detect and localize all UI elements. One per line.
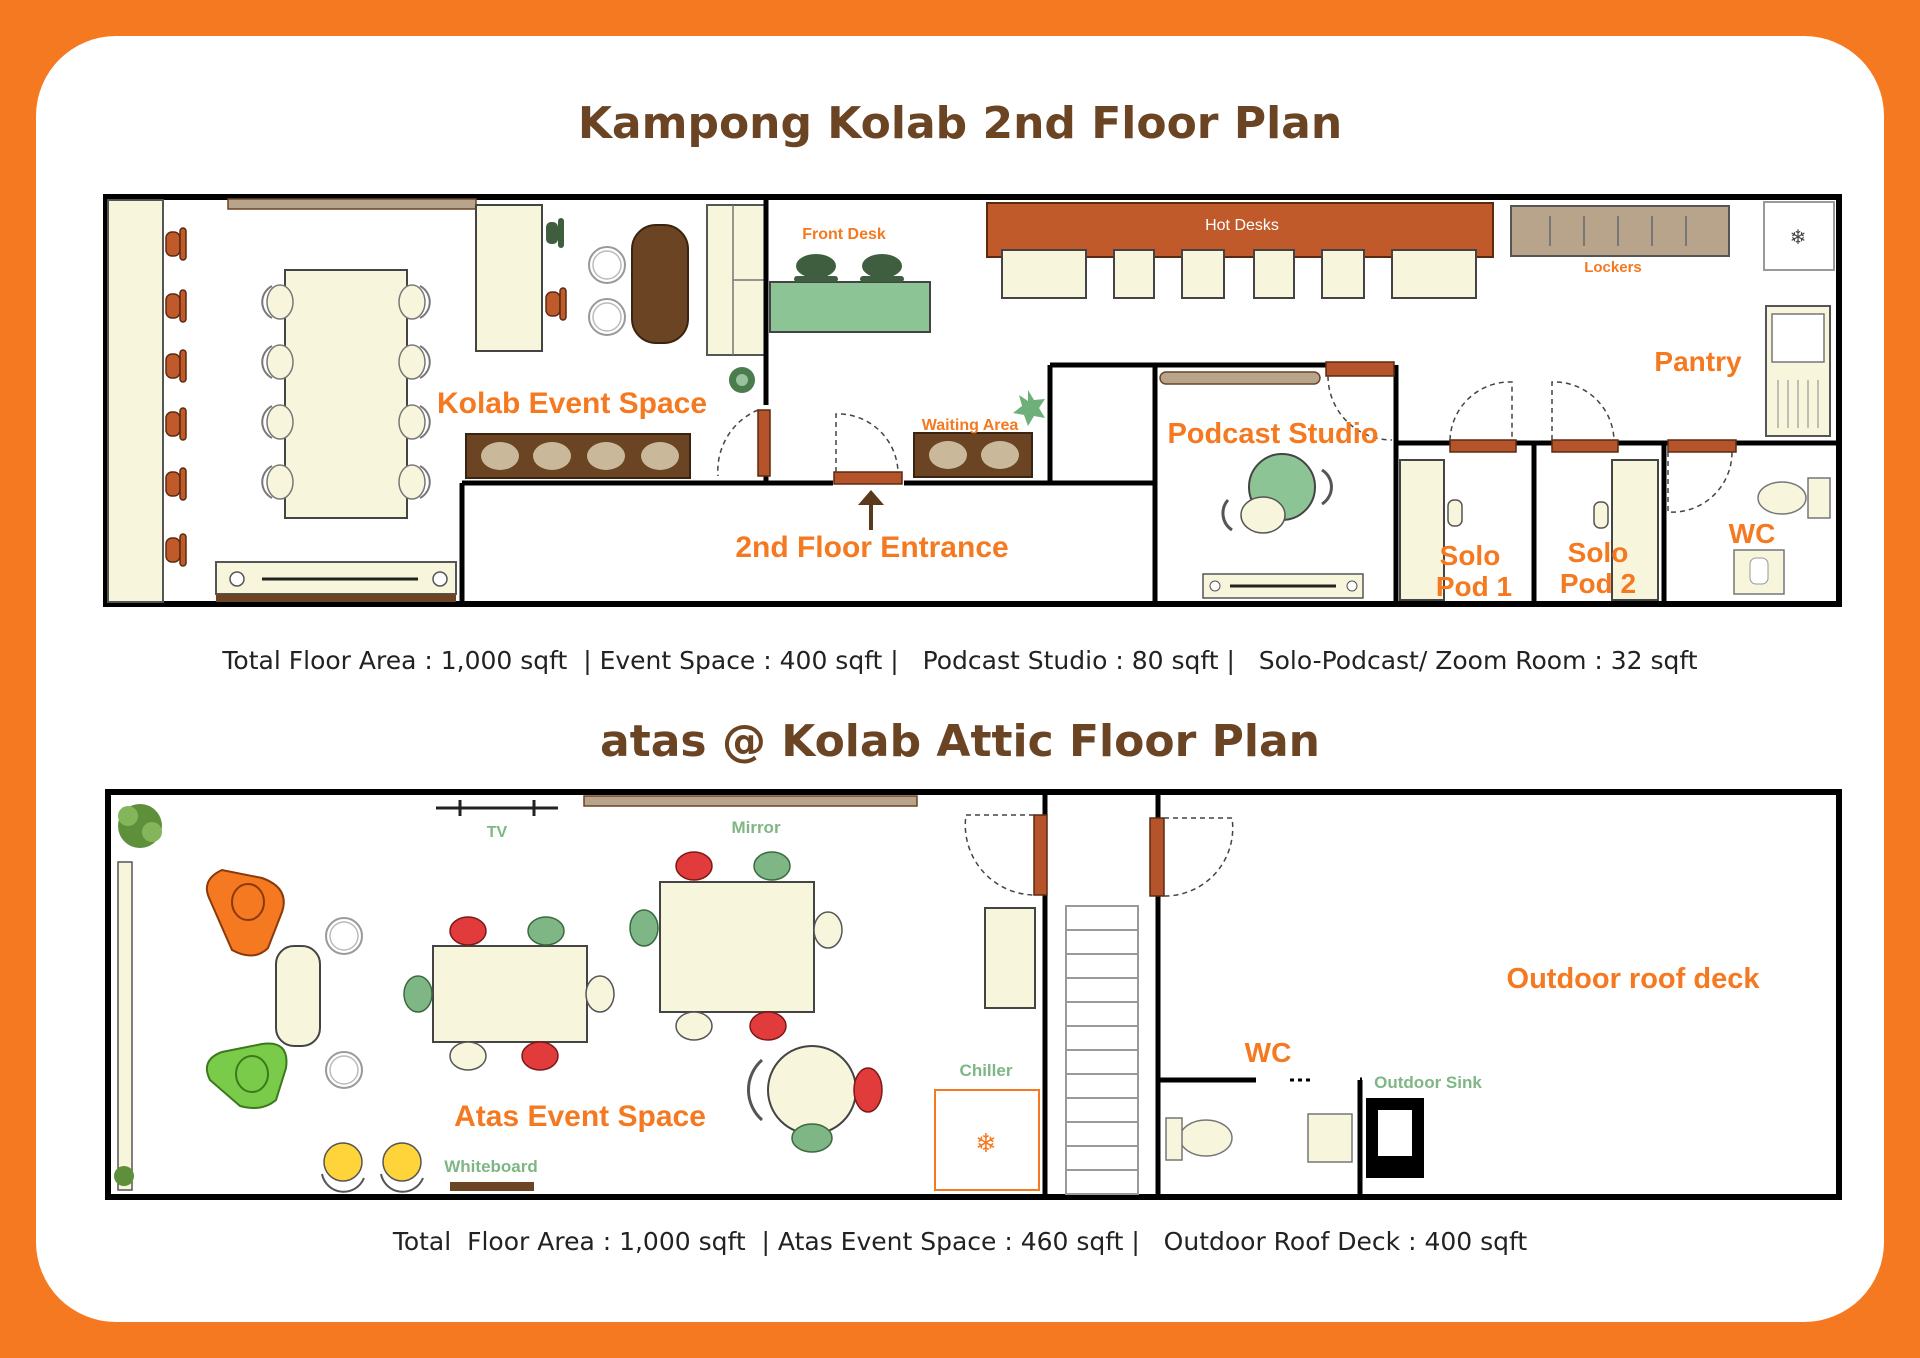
- whiteboard-label: Whiteboard: [444, 1157, 538, 1176]
- lockers-label: Lockers: [1584, 259, 1642, 276]
- solo-pod-1-label: Solo: [1440, 540, 1501, 571]
- outdoor-sink-label: Outdoor Sink: [1374, 1073, 1482, 1092]
- solo-pod-2-label: Solo: [1568, 537, 1629, 568]
- attic-wc-label: WC: [1245, 1037, 1292, 1068]
- attic-title: atas @ Kolab Attic Floor Plan: [600, 716, 1320, 767]
- plant-icon: [1013, 390, 1045, 426]
- snowflake-icon: ❄: [975, 1129, 997, 1159]
- entrance-label: 2nd Floor Entrance: [735, 531, 1008, 564]
- attic-plan: ❄ TV Mirror Chiller Atas Even: [105, 789, 1842, 1200]
- floor2-plan: ❄: [103, 194, 1842, 607]
- snowflake-icon: ❄: [1790, 225, 1807, 249]
- floor2-summary: Total Floor Area : 1,000 sqft | Event Sp…: [222, 646, 1698, 675]
- staircase: [1065, 905, 1139, 1195]
- plant-icon: [118, 804, 162, 848]
- solo-pod-2-label-2: Pod 2: [1560, 568, 1636, 599]
- solo-pod-1-label-2: Pod 1: [1436, 571, 1512, 602]
- floor2-wc-label: WC: [1729, 518, 1776, 549]
- mirror-label: Mirror: [731, 818, 781, 837]
- tv-label: TV: [487, 824, 508, 841]
- atas-event-space-label: Atas Event Space: [454, 1100, 706, 1133]
- arrow-up-icon: [858, 490, 884, 530]
- outdoor-roof-deck-label: Outdoor roof deck: [1507, 963, 1761, 995]
- front-desk-label: Front Desk: [802, 226, 886, 243]
- hot-desks-label: Hot Desks: [1205, 217, 1279, 234]
- podcast-studio-label: Podcast Studio: [1167, 418, 1378, 450]
- attic-summary: Total Floor Area : 1,000 sqft | Atas Eve…: [392, 1227, 1528, 1256]
- pantry-label: Pantry: [1654, 346, 1742, 377]
- waiting-area-label: Waiting Area: [922, 417, 1019, 434]
- kolab-event-space-label: Kolab Event Space: [437, 387, 707, 420]
- floor2-title: Kampong Kolab 2nd Floor Plan: [577, 98, 1343, 149]
- chiller-label: Chiller: [960, 1061, 1013, 1080]
